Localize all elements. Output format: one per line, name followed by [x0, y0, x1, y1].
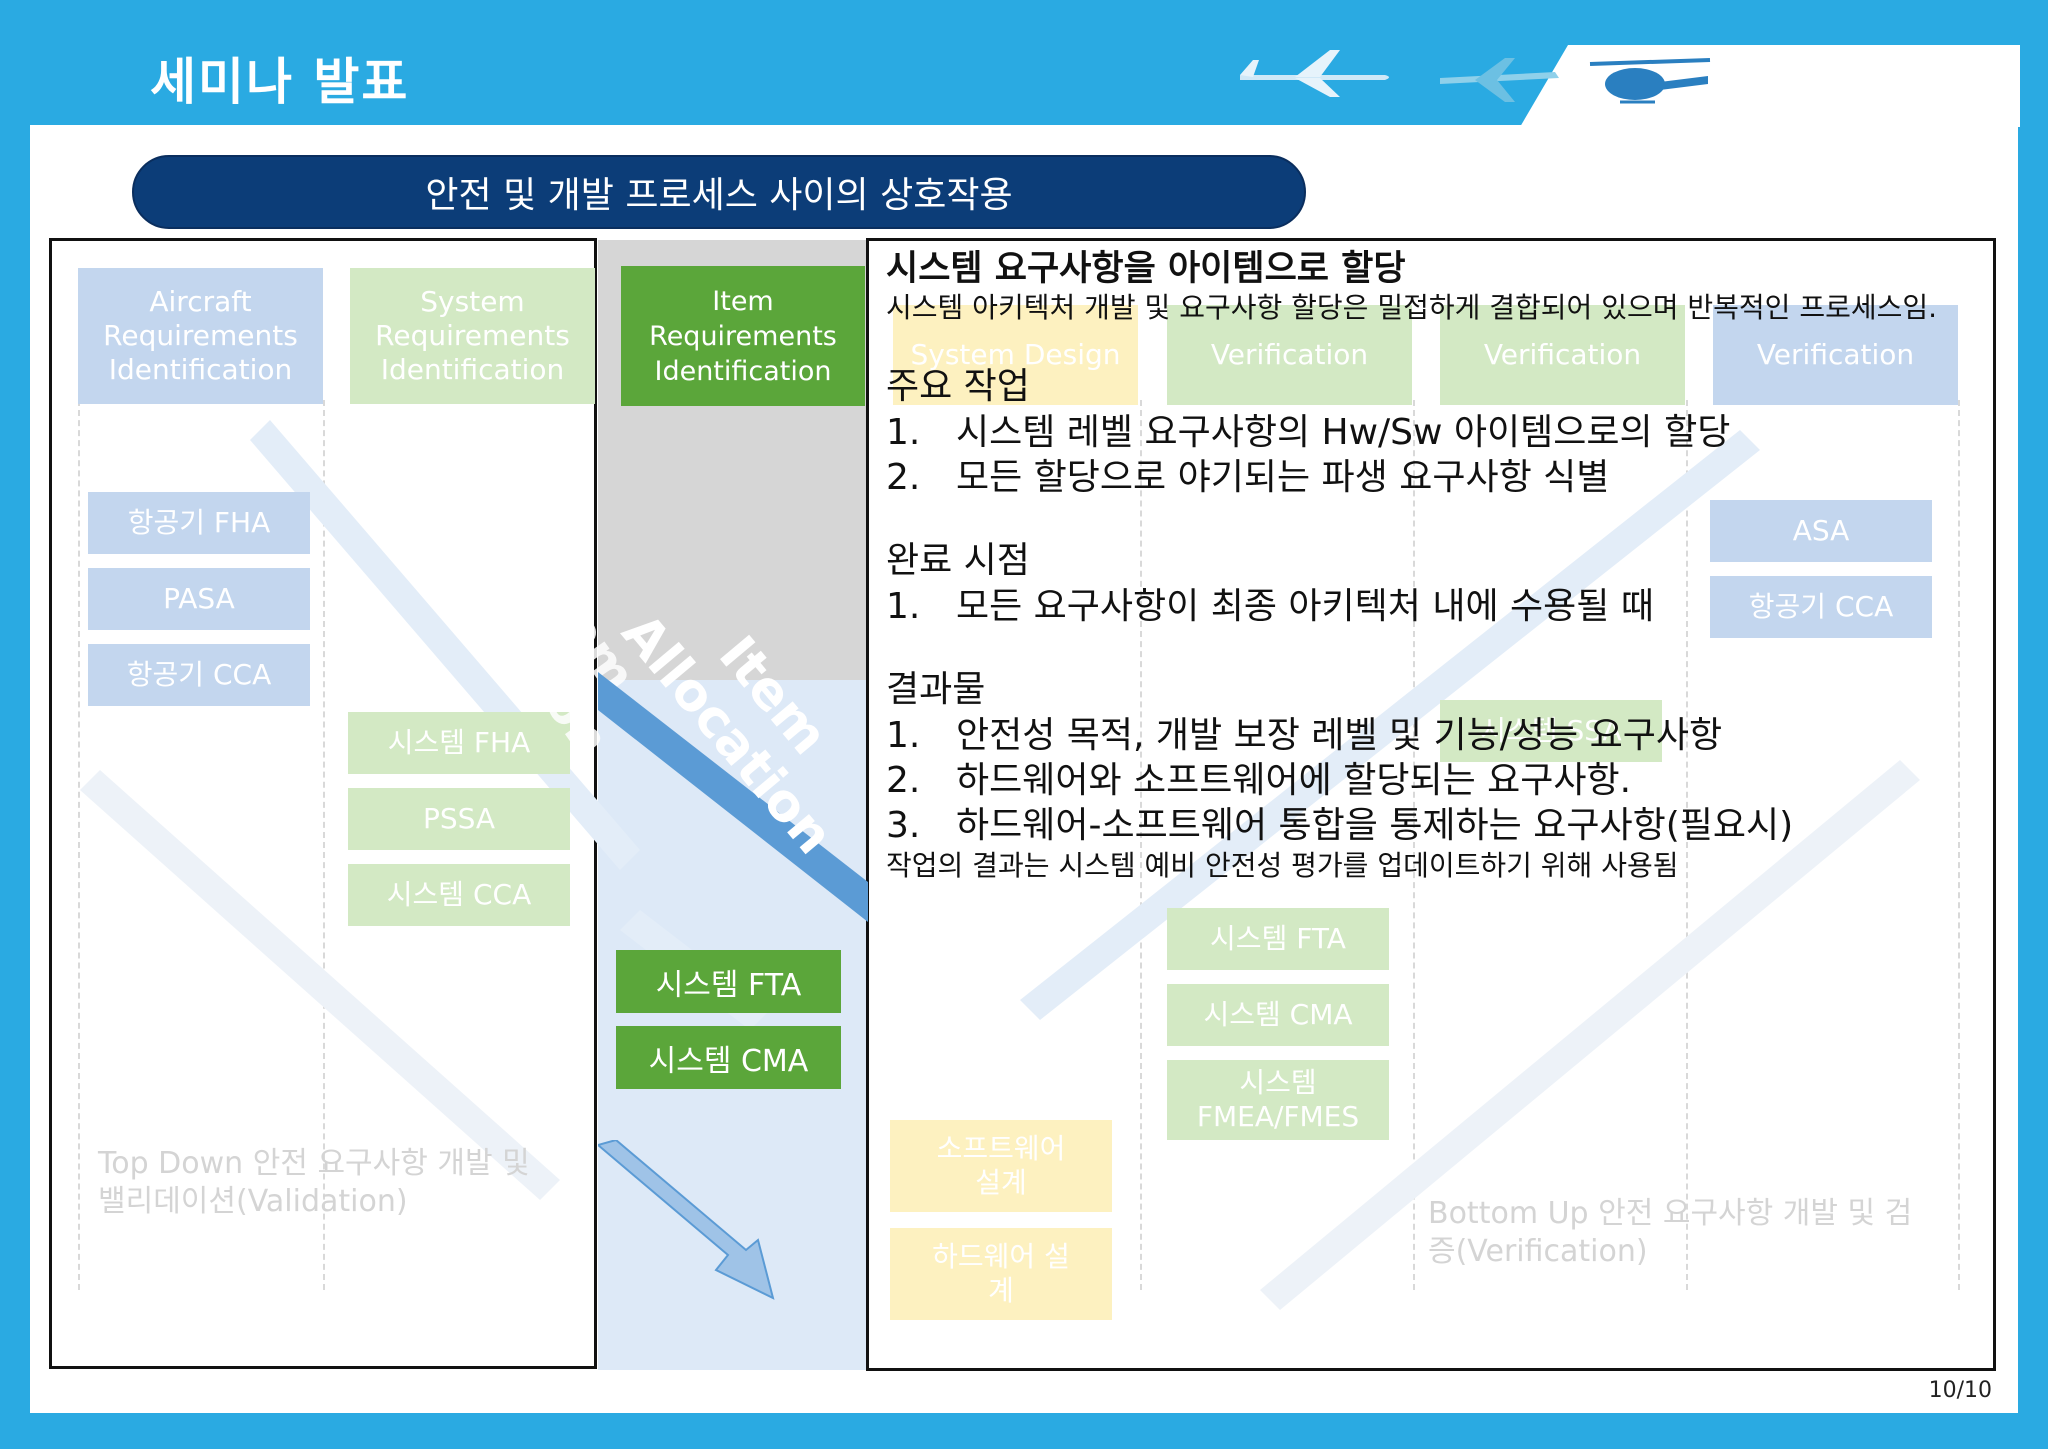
system-fta-box: 시스템 FTA — [616, 950, 841, 1013]
bottom-up-note: Bottom Up 안전 요구사항 개발 및 검증(Verification) — [1428, 1196, 1913, 1269]
bg-box-system-req: System Requirements Identification — [350, 268, 595, 404]
content-panel: 시스템 요구사항을 아이템으로 할당 시스템 아키텍처 개발 및 요구사항 할당… — [886, 248, 1986, 884]
list-item: 3.하드웨어-소프트웨어 통합을 통제하는 요구사항(필요시) — [886, 805, 1794, 846]
bg-box-center: 시스템 FTA — [1167, 908, 1389, 970]
page-title: 세미나 발표 — [150, 53, 410, 111]
list-item: 2.모든 할당으로 야기되는 파생 요구사항 식별 — [886, 457, 1610, 498]
item-allocation-arrow — [598, 672, 868, 922]
bg-box-yellow: 하드웨어 설계 — [890, 1228, 1112, 1320]
column-divider — [1686, 400, 1688, 1290]
list-item: 1.시스템 레벨 요구사항의 Hw/Sw 아이템으로의 할당 — [886, 412, 1731, 453]
bg-box-system: 시스템 FHA — [348, 712, 570, 774]
column-divider — [323, 400, 325, 1290]
content-subtext: 시스템 아키텍처 개발 및 요구사항 할당은 밀접하게 결합되어 있으며 반복적… — [886, 291, 1938, 324]
bg-box-verification: Verification — [1440, 305, 1685, 405]
bg-box-system: 시스템 CCA — [348, 864, 570, 926]
lower-blue-arrow — [598, 1140, 775, 1300]
bg-box-aircraft-req: Aircraft Requirements Identification — [78, 268, 323, 404]
bg-box-system-design: System Design — [893, 305, 1138, 405]
column-divider — [1413, 400, 1415, 1290]
column-divider — [1958, 400, 1960, 1290]
bg-box-verification: Verification — [1713, 305, 1958, 405]
content-note: 작업의 결과는 시스템 예비 안전성 평가를 업데이트하기 위해 사용됨 — [886, 849, 1679, 882]
section-title: 완료 시점 — [886, 540, 1030, 581]
top-down-note: Top Down 안전 요구사항 개발 및 밸리데이션(Validation) — [98, 1146, 530, 1219]
header-white-panel — [1520, 45, 2020, 127]
section-title: 결과물 — [886, 669, 986, 710]
bg-box-verification: Verification — [1167, 305, 1412, 405]
bg-box-left: PASA — [88, 568, 310, 630]
bg-box-yellow: 소프트웨어 설계 — [890, 1120, 1112, 1212]
bg-box-left: 항공기 FHA — [88, 492, 310, 554]
section-banner: 안전 및 개발 프로세스 사이의 상호작용 — [132, 155, 1306, 229]
list-item: 1.모든 요구사항이 최종 아키텍처 내에 수용될 때 — [886, 586, 1654, 627]
list-item: 2.하드웨어와 소프트웨어에 할당되는 요구사항. — [886, 760, 1632, 801]
bg-box-system: PSSA — [348, 788, 570, 850]
transport-plane-icon — [1440, 58, 1559, 102]
bg-box-left: 항공기 CCA — [88, 644, 310, 706]
item-requirements-box: Item Requirements Identification — [621, 266, 865, 406]
content-heading: 시스템 요구사항을 아이템으로 할당 — [886, 249, 1406, 289]
page-number: 10/10 — [1928, 1378, 1992, 1403]
helicopter-icon — [1589, 58, 1711, 104]
airplane-icon — [1240, 50, 1389, 97]
list-item: 1.안전성 목적, 개발 보장 레벨 및 기능/성능 요구사항 — [886, 715, 1723, 756]
bg-box-center: 시스템 CMA — [1167, 984, 1389, 1046]
bg-box-center: 시스템 FMEA/FMES — [1167, 1060, 1389, 1140]
column-divider — [1140, 400, 1142, 1290]
system-cma-box: 시스템 CMA — [616, 1026, 841, 1089]
bg-box-right: ASA — [1710, 500, 1932, 562]
bg-box-ssa: 시스템 SSA — [1440, 700, 1662, 762]
section-title: 주요 작업 — [886, 366, 1030, 407]
bg-box-right: 항공기 CCA — [1710, 576, 1932, 638]
column-divider — [78, 400, 80, 1290]
